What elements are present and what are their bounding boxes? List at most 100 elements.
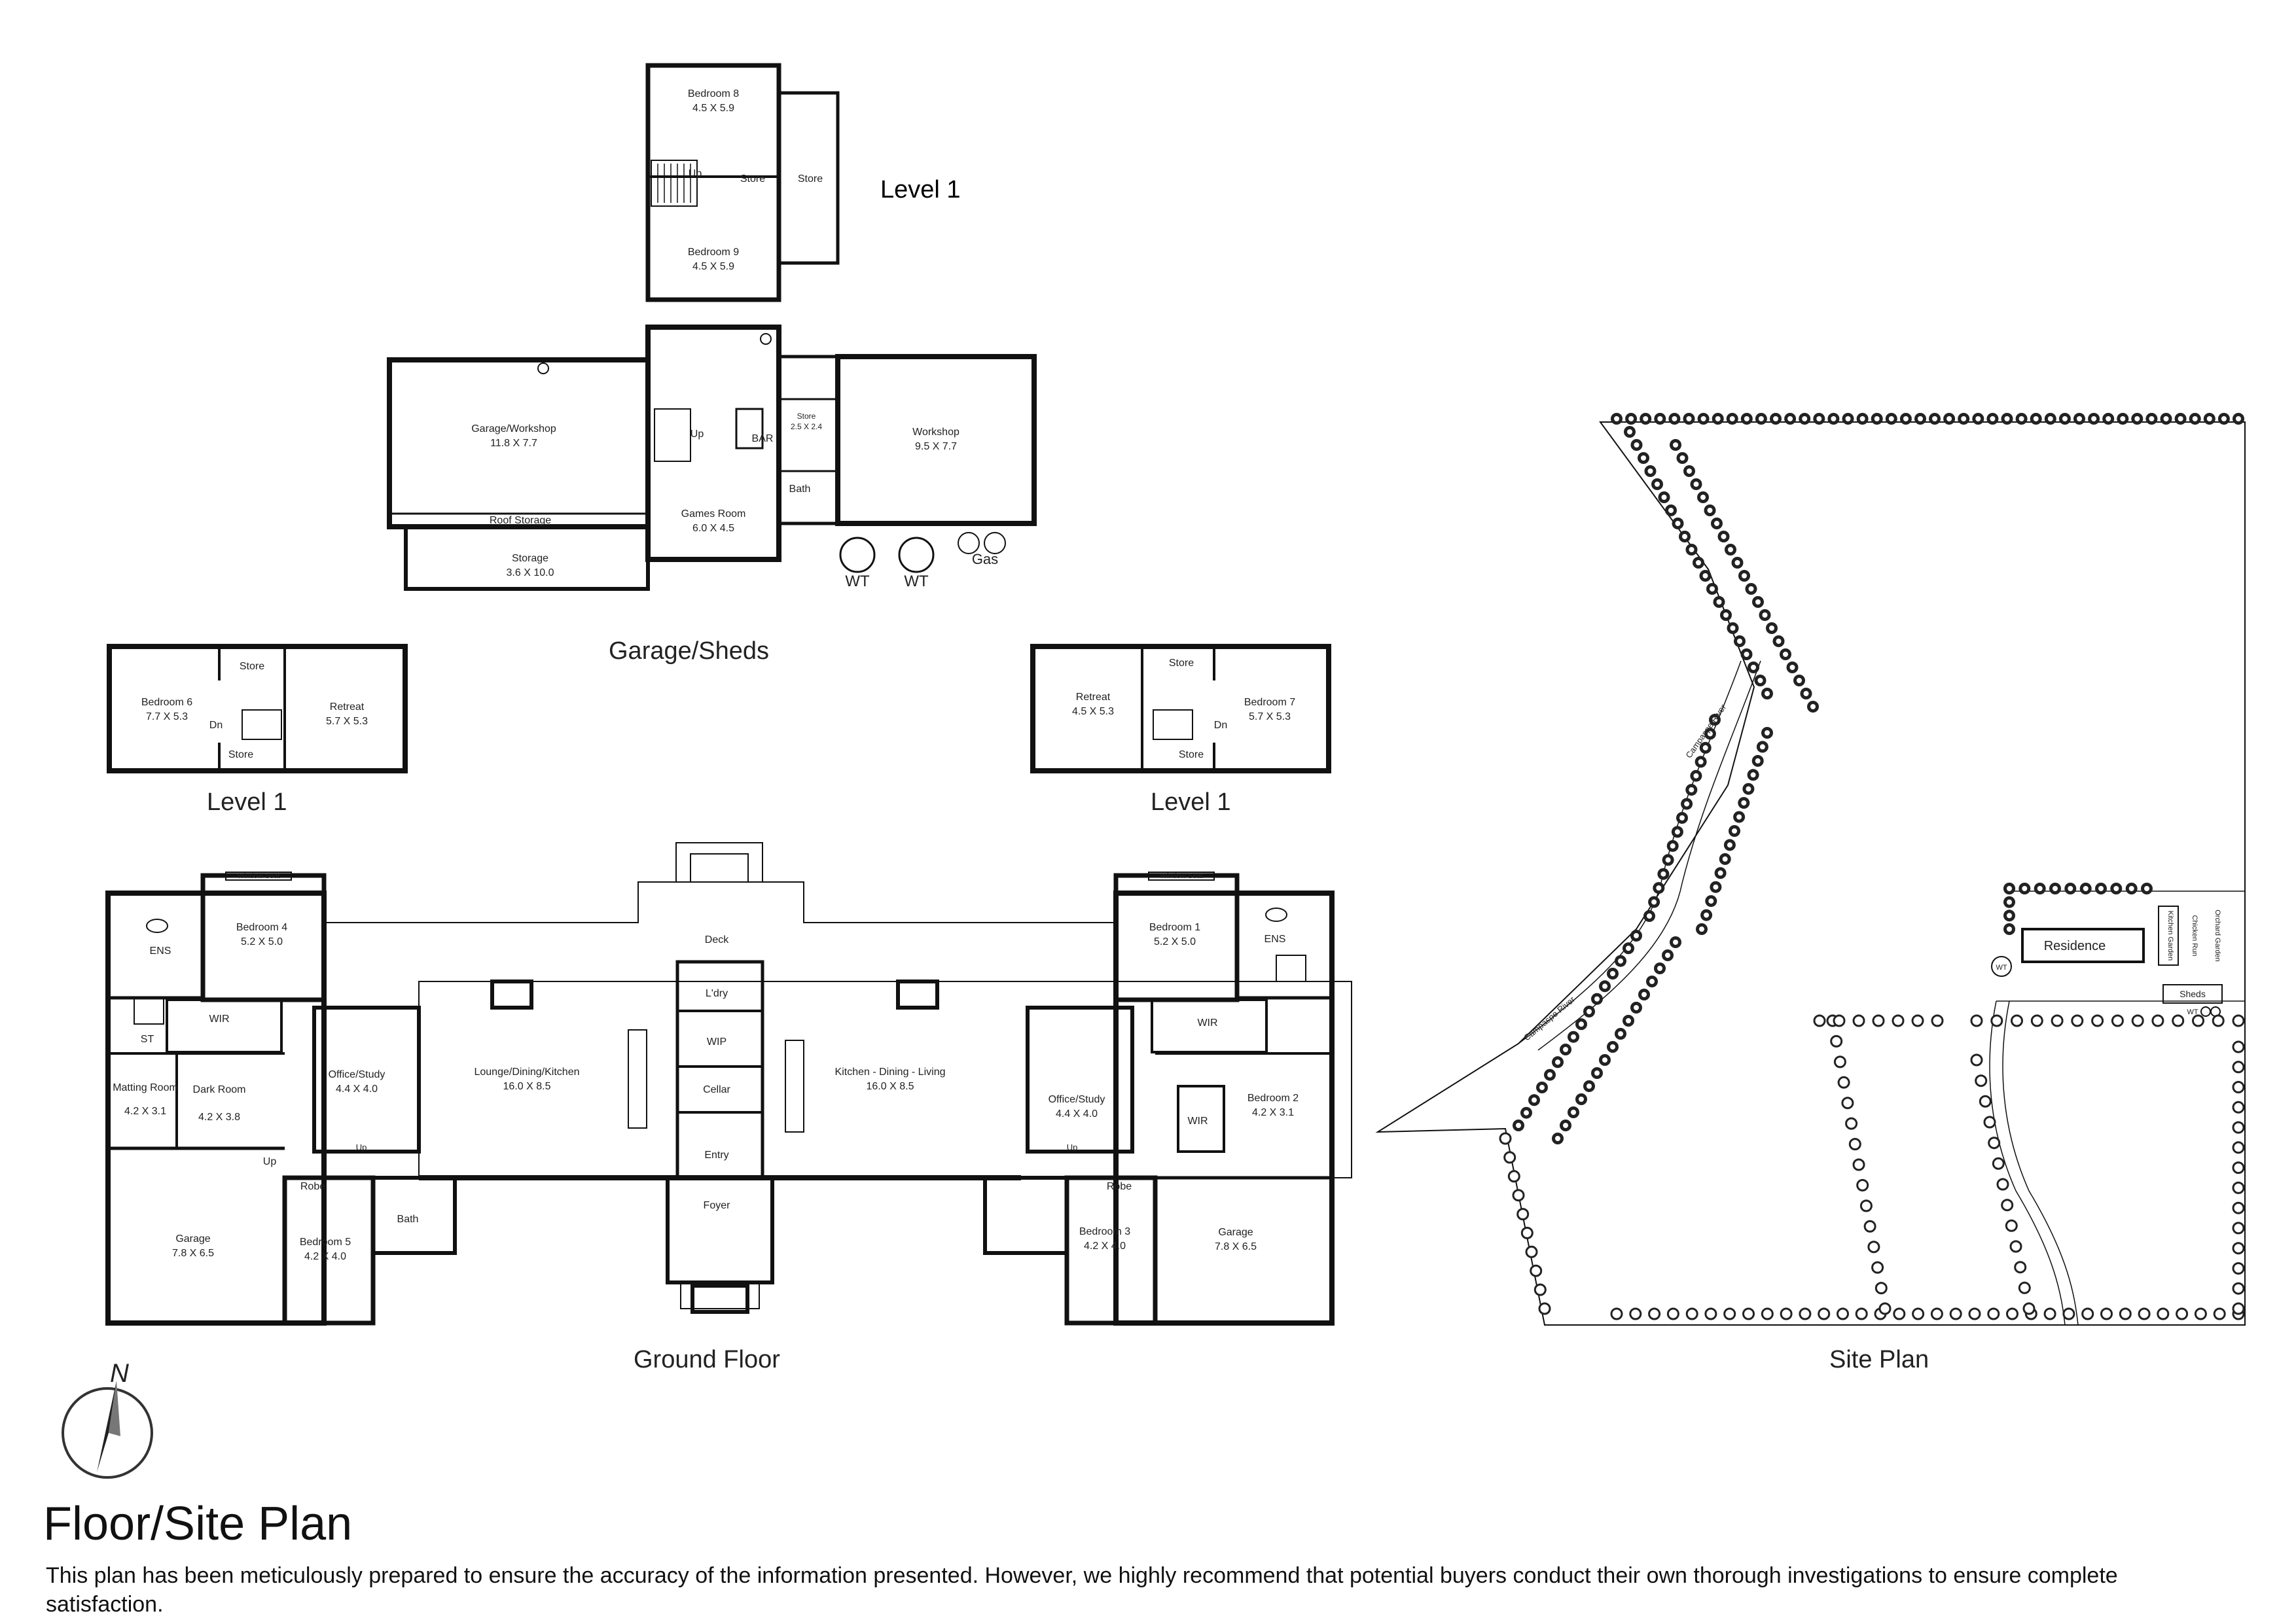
hedge-icon xyxy=(1837,1076,1850,1089)
hedge-icon xyxy=(1872,1014,1885,1027)
window-seat-left: Window Seat xyxy=(238,872,280,880)
bar-label: BAR xyxy=(752,433,774,444)
tree-icon xyxy=(1552,1056,1564,1068)
bedroom2-dims: 4.2 X 3.1 xyxy=(1252,1107,1294,1118)
tree-icon xyxy=(1754,675,1767,686)
tree-icon xyxy=(2102,413,2115,425)
garage-up: Up xyxy=(691,429,704,440)
hedge-icon xyxy=(2172,1014,2185,1027)
level1-right-store-bottom: Store xyxy=(1179,749,1204,760)
hedge-icon xyxy=(1911,1014,1924,1027)
tree-icon xyxy=(1693,557,1704,569)
tree-icon xyxy=(1871,413,1883,425)
tree-icon xyxy=(1807,701,1819,713)
store-small-dims: 2.5 X 2.4 xyxy=(791,422,822,431)
office-right-dims: 4.4 X 4.0 xyxy=(1056,1108,1098,1120)
store-small-label: Store xyxy=(797,412,816,421)
hedge-icon xyxy=(2051,1014,2064,1027)
tree-icon xyxy=(1666,839,1679,852)
hedge-icon xyxy=(2232,1061,2245,1074)
wir-left-label: WIR xyxy=(209,1014,229,1025)
hedge-icon xyxy=(1990,1014,2003,1027)
tree-icon xyxy=(1697,413,1710,425)
hedge-icon xyxy=(1837,1307,1849,1320)
bedroom8-dims: 4.5 X 5.9 xyxy=(692,103,734,114)
hedge-icon xyxy=(2009,1240,2022,1253)
garage-left-label: Garage xyxy=(175,1233,210,1244)
tree-icon xyxy=(1706,583,1718,595)
hedge-icon xyxy=(1848,1138,1861,1151)
tree-icon xyxy=(1734,635,1746,647)
tree-icon xyxy=(1761,727,1773,739)
tree-icon xyxy=(1665,504,1677,516)
tree-icon xyxy=(1695,756,1707,768)
tree-icon xyxy=(1813,413,1825,425)
tree-icon xyxy=(2131,413,2144,425)
hedge-icon xyxy=(1863,1220,1876,1233)
hedge-icon xyxy=(1503,1151,1516,1164)
hedge-icon xyxy=(2176,1307,2189,1320)
hedge-icon xyxy=(2232,1181,2245,1194)
hedge-icon xyxy=(1992,1157,2005,1170)
wip-label: WIP xyxy=(707,1036,726,1048)
tree-icon xyxy=(1640,413,1652,425)
tree-icon xyxy=(2044,413,2056,425)
hedge-icon xyxy=(2005,1219,2018,1232)
tree-icon xyxy=(2015,413,2028,425)
tree-icon xyxy=(2174,413,2187,425)
heading-level1-left: Level 1 xyxy=(207,788,287,816)
level1-top-plan xyxy=(645,63,840,302)
wir-right-label: WIR xyxy=(1197,1017,1217,1029)
hedge-icon xyxy=(1949,1307,1962,1320)
tree-icon xyxy=(1712,413,1724,425)
wt1-label: WT xyxy=(845,573,870,590)
hedge-icon xyxy=(2213,1307,2226,1320)
heading-site-plan: Site Plan xyxy=(1829,1346,1929,1373)
hedge-icon xyxy=(1799,1307,1812,1320)
tree-icon xyxy=(2001,413,2013,425)
deck-label: Deck xyxy=(705,934,729,945)
hedge-icon xyxy=(2018,1281,2031,1294)
tree-icon xyxy=(1671,826,1683,838)
hedge-icon xyxy=(1534,1283,1547,1296)
hedge-icon xyxy=(1818,1307,1831,1320)
hedge-icon xyxy=(1968,1307,1981,1320)
hedge-icon xyxy=(1813,1014,1826,1027)
tree-icon xyxy=(1929,413,1941,425)
hedge-icon xyxy=(1878,1302,1892,1315)
garage-workshop-label: Garage/Workshop xyxy=(471,423,556,434)
hedge-icon xyxy=(2232,1101,2245,1114)
tree-icon xyxy=(1752,596,1764,608)
storage-label: Storage xyxy=(512,553,548,564)
roof-storage-label: Roof Storage xyxy=(490,515,551,526)
hedge-icon xyxy=(2006,1307,2018,1320)
tree-icon xyxy=(1591,993,1603,1005)
tree-icon xyxy=(2003,883,2015,894)
tree-icon xyxy=(2145,413,2158,425)
hedge-icon xyxy=(1833,1014,1846,1027)
tree-icon xyxy=(1685,544,1698,556)
site-plan-trees xyxy=(1499,413,2245,1320)
tree-icon xyxy=(1704,504,1716,516)
hedge-icon xyxy=(2232,1014,2245,1027)
tree-icon xyxy=(1842,413,1854,425)
tree-icon xyxy=(1885,413,1897,425)
tree-icon xyxy=(2125,883,2138,894)
tree-icon xyxy=(1696,923,1708,935)
tree-icon xyxy=(1899,413,1912,425)
hedge-icon xyxy=(1970,1053,1983,1067)
hedge-icon xyxy=(2131,1014,2144,1027)
hedge-icon xyxy=(1983,1116,1996,1129)
tree-icon xyxy=(2064,883,2077,894)
tree-icon xyxy=(1591,1067,1603,1079)
storage-dims: 3.6 X 10.0 xyxy=(507,567,554,578)
tree-icon xyxy=(1755,413,1767,425)
hedge-icon xyxy=(2232,1201,2245,1214)
tree-icon xyxy=(1544,1068,1556,1081)
tree-icon xyxy=(1528,1094,1540,1106)
tree-icon xyxy=(1630,439,1643,451)
hedge-icon xyxy=(2119,1307,2132,1320)
heading-ground-floor: Ground Floor xyxy=(634,1346,780,1373)
entry-label: Entry xyxy=(704,1150,728,1161)
hedge-icon xyxy=(1780,1307,1793,1320)
